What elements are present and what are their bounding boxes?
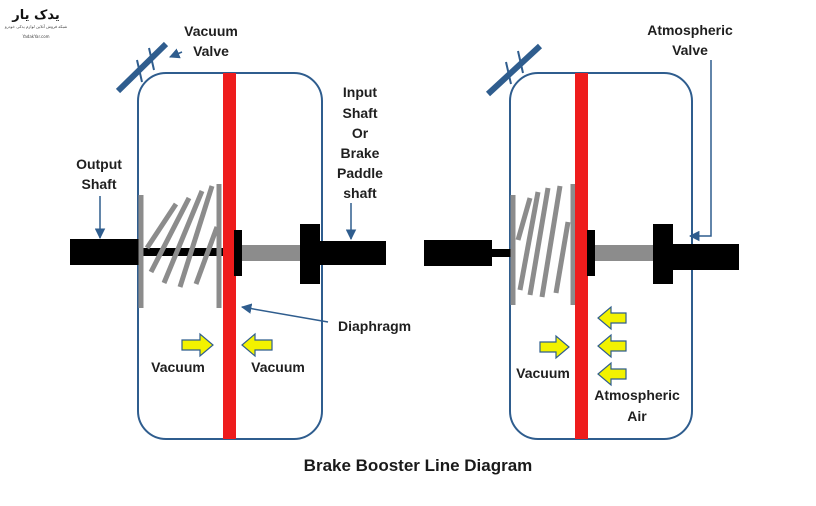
left-vacuum-arrow-left — [241, 332, 273, 358]
output-shaft-label-2: Shaft — [82, 176, 117, 192]
left-booster: Vacuum Valve Output Shaft Input Shaft Or… — [70, 23, 411, 440]
left-output-shaft — [70, 239, 142, 265]
left-inner-rod — [142, 248, 224, 256]
right-inner-rod — [490, 249, 514, 257]
left-vacuum-valve — [115, 41, 169, 94]
input-shaft-label-1: Input — [343, 84, 378, 100]
left-input-rod — [242, 245, 302, 261]
input-shaft-label-4: Brake — [341, 145, 380, 161]
left-piston-head — [300, 224, 320, 284]
vacuum-left-label: Vacuum — [151, 359, 205, 375]
vacuum-valve-label-2: Valve — [193, 43, 229, 59]
input-shaft-label-6: shaft — [343, 185, 377, 201]
atmospheric-arrow-1 — [597, 305, 627, 331]
output-shaft-label-1: Output — [76, 156, 122, 172]
diagram-title: Brake Booster Line Diagram — [304, 456, 533, 475]
left-vacuum-arrow-right — [181, 332, 214, 358]
right-vacuum-arrow — [539, 334, 570, 360]
right-input-rod — [595, 245, 655, 261]
atmospheric-valve-label-1: Atmospheric — [647, 22, 733, 38]
left-diaphragm — [223, 73, 236, 439]
right-input-shaft — [673, 244, 739, 270]
vacuum-valve-arrow — [169, 48, 183, 59]
vacuum-right-label: Vacuum — [251, 359, 305, 375]
atmospheric-valve-arrow — [688, 60, 712, 242]
input-shaft-label-3: Or — [352, 125, 369, 141]
right-atmospheric-valve — [485, 43, 543, 97]
diaphragm-label: Diaphragm — [338, 318, 411, 334]
diaphragm-arrow — [240, 303, 329, 323]
left-diaphragm-plate — [234, 230, 242, 276]
right-output-shaft — [424, 240, 492, 266]
logo-tagline: شبکه فروش آنلاین لوازم یدکی خودرو — [4, 24, 68, 29]
logo-text: یدک یار — [11, 8, 59, 23]
yadakyar-logo: یدک یار شبکه فروش آنلاین لوازم یدکی خودر… — [4, 8, 68, 39]
right-piston-head — [653, 224, 673, 284]
atmospheric-valve-label-2: Valve — [672, 42, 708, 58]
atmospheric-arrow-3 — [597, 361, 627, 387]
atmospheric-arrow-2 — [597, 333, 627, 359]
left-spring — [138, 184, 222, 308]
input-shaft-label-2: Shaft — [343, 105, 378, 121]
input-shaft-label-5: Paddle — [337, 165, 383, 181]
atmospheric-air-label-1: Atmospheric — [594, 387, 680, 403]
right-booster: Atmospheric Valve Vacuum Atmospheric Air — [424, 22, 739, 440]
right-diaphragm-plate — [587, 230, 595, 276]
right-vacuum-label: Vacuum — [516, 365, 570, 381]
left-input-shaft — [320, 241, 386, 265]
right-diaphragm — [575, 73, 588, 439]
logo-site: YadakYar.com — [21, 34, 49, 39]
vacuum-valve-label-1: Vacuum — [184, 23, 238, 39]
right-spring — [510, 184, 576, 305]
atmospheric-air-label-2: Air — [627, 408, 647, 424]
